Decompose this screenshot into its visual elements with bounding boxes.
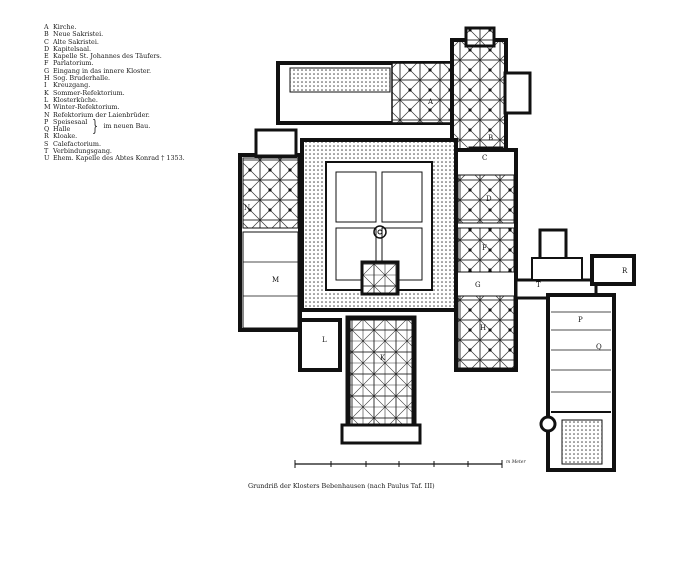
legend-key: I bbox=[44, 81, 47, 90]
round-tower bbox=[539, 415, 557, 433]
legend-text: Kreuzgang. bbox=[53, 81, 91, 90]
legend-item-f: F Parlatorium. bbox=[44, 59, 234, 68]
choir-apse bbox=[464, 26, 496, 48]
label-n: N bbox=[244, 204, 250, 212]
legend-text: Kapitelsaal. bbox=[53, 44, 92, 53]
legend-key: S bbox=[44, 139, 49, 148]
legend-key: B bbox=[44, 30, 49, 39]
legend-text: Sog. Bruderhalle. bbox=[53, 74, 111, 83]
legend-text: Klosterküche. bbox=[53, 95, 98, 104]
choir bbox=[450, 38, 508, 152]
label-m: M bbox=[272, 276, 279, 284]
west-vaults bbox=[242, 157, 299, 229]
legend-group-neuer-bau: P Speisesaal Q Halle } im neuen Bau. bbox=[44, 116, 234, 136]
legend-item-l: L Klosterküche. bbox=[44, 95, 234, 104]
winter-refectory bbox=[242, 231, 299, 329]
label-h: H bbox=[480, 324, 486, 332]
legend-text: Parlatorium. bbox=[53, 59, 94, 68]
scale-bar bbox=[294, 460, 503, 468]
legend-item-t: T Verbindungsgang. bbox=[44, 147, 234, 156]
brother-hall bbox=[457, 295, 515, 369]
chapel-east bbox=[503, 71, 532, 115]
figure-caption: Grundriß der Klosters Bebenhausen (nach … bbox=[248, 482, 435, 490]
latrine bbox=[590, 254, 636, 286]
legend-key: R bbox=[44, 132, 49, 141]
legend-key: T bbox=[44, 147, 49, 156]
stair-tower bbox=[254, 128, 298, 158]
legend-text: Kloake. bbox=[53, 132, 78, 141]
legend-text: Alte Sakristei. bbox=[53, 37, 99, 46]
plan-labels: A B C D F G H K L M N P Q R T bbox=[244, 98, 628, 362]
parlour-vaults bbox=[457, 227, 515, 273]
scale-unit-label: m Meter bbox=[506, 460, 526, 465]
legend-text: Verbindungsgang. bbox=[53, 147, 112, 156]
legend-key: L bbox=[44, 95, 49, 104]
legend-key: U bbox=[44, 154, 50, 163]
label-q: Q bbox=[596, 343, 602, 351]
legend-text: Kirche. bbox=[53, 23, 77, 31]
legend-item-q: Q Halle bbox=[44, 125, 71, 134]
legend-key: H bbox=[44, 74, 50, 83]
chapel-u bbox=[538, 228, 568, 262]
legend-key: E bbox=[44, 52, 49, 61]
kitchen bbox=[298, 318, 342, 372]
legend-item-e: E Kapelle St. Johannes des Täufers. bbox=[44, 52, 234, 61]
summer-refectory bbox=[345, 315, 417, 441]
label-d: D bbox=[486, 195, 492, 203]
legend-text: Neue Sakristei. bbox=[53, 30, 104, 39]
legend-key: M bbox=[44, 103, 51, 112]
church-aisle bbox=[289, 67, 391, 93]
label-g: G bbox=[475, 281, 481, 289]
well-house bbox=[360, 260, 400, 296]
label-l: L bbox=[322, 336, 327, 344]
legend-key: D bbox=[44, 44, 50, 53]
legend-item-r: R Kloake. bbox=[44, 132, 234, 141]
legend-list: A Kirche. B Neue Sakristei. C Alte Sakristei.… bbox=[44, 23, 234, 119]
legend-item-p: P Speisesaal bbox=[44, 117, 88, 126]
legend-key: F bbox=[44, 59, 49, 68]
label-t: T bbox=[536, 281, 541, 289]
chapter-vaults bbox=[457, 174, 515, 224]
legend-list-tail: R Kloake. S Calefactorium. T Verbindungsgang.… bbox=[44, 132, 234, 163]
legend-key: A bbox=[44, 23, 49, 31]
legend-item-c: C Alte Sakristei. bbox=[44, 37, 234, 46]
legend-text: Eingang in das innere Kloster. bbox=[53, 66, 151, 75]
label-c: C bbox=[482, 154, 487, 162]
legend-item-s: S Calefactorium. bbox=[44, 139, 234, 148]
legend-item-b: B Neue Sakristei. bbox=[44, 30, 234, 39]
label-b: B bbox=[488, 134, 493, 142]
legend-text: Winter-Refektorium. bbox=[53, 103, 120, 112]
legend-item-k: K Sommer-Refektorium. bbox=[44, 88, 234, 97]
legend-key: N bbox=[44, 110, 50, 119]
legend-text: Sommer-Refektorium. bbox=[53, 88, 125, 97]
legend-text: Calefactorium. bbox=[53, 139, 102, 148]
label-f: F bbox=[482, 244, 487, 252]
label-k: K bbox=[380, 354, 386, 362]
label-a: A bbox=[427, 98, 434, 106]
label-r: R bbox=[622, 267, 628, 275]
legend-text: Kapelle St. Johannes des Täufers. bbox=[53, 52, 162, 61]
cloister-complex bbox=[238, 26, 636, 472]
legend-item-i: I Kreuzgang. bbox=[44, 81, 234, 90]
legend-item-a: A Kirche. bbox=[44, 23, 234, 31]
legend-text: Ehem. Kapelle des Abtes Konrad † 1353. bbox=[53, 154, 185, 163]
brace-glyph: } bbox=[92, 116, 99, 136]
label-p: P bbox=[578, 316, 583, 324]
legend-text: Refektorium der Laienbrüder. bbox=[53, 110, 150, 119]
legend-key: C bbox=[44, 37, 49, 46]
legend-key: G bbox=[44, 66, 50, 75]
fountain bbox=[373, 225, 387, 239]
legend-key: K bbox=[44, 88, 49, 97]
legend: A Kirche. B Neue Sakristei. C Alte Sakristei.… bbox=[44, 23, 234, 163]
legend-group-note: im neuen Bau. bbox=[103, 121, 151, 130]
